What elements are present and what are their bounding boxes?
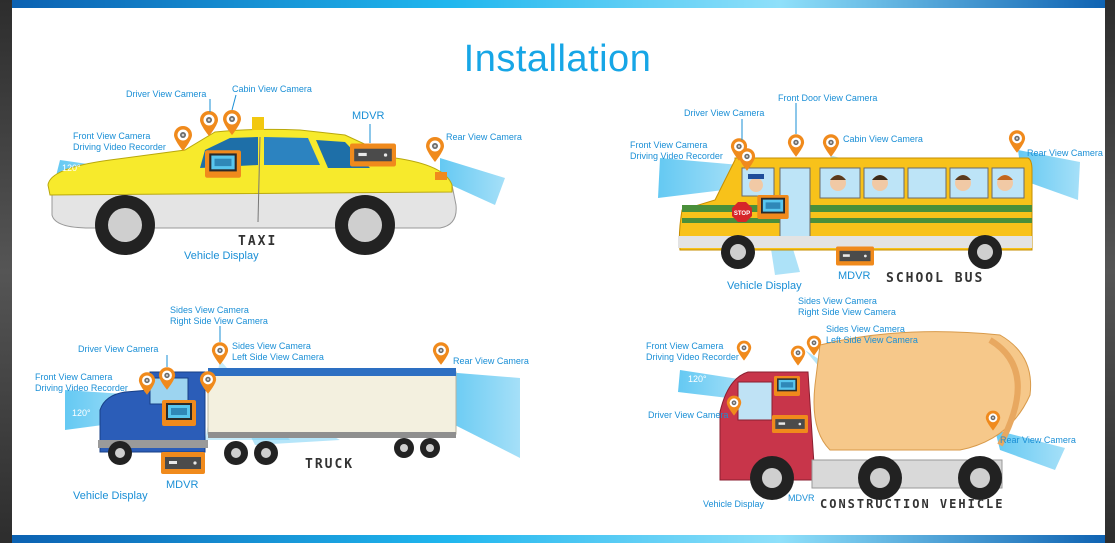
bus-stop-sign xyxy=(732,202,752,222)
taxi-front-view-text: Front View Camera xyxy=(73,131,151,141)
mixer-sides-view-text: Sides View Camera xyxy=(798,296,877,306)
school-bus-vehicle xyxy=(658,103,1080,275)
taxi-cabin-view-label: Cabin View Camera xyxy=(232,84,312,94)
mixer-front-view-text: Front View Camera xyxy=(646,341,724,351)
mixer-display-icon xyxy=(774,376,800,396)
bus-driver-view-label: Driver View Camera xyxy=(684,108,765,118)
taxi-roof-sign xyxy=(252,117,264,130)
bus-front-view-text: Front View Camera xyxy=(630,140,708,150)
bus-front-beam xyxy=(658,158,740,198)
taxi-mdvr-icon xyxy=(350,143,396,167)
mixer-angle-note: 120° xyxy=(688,374,707,384)
truck-rear-beam xyxy=(445,372,520,458)
taxi-rear-view-label: Rear View Camera xyxy=(446,132,522,142)
frame-top-bar xyxy=(0,0,1115,8)
mixer-front-view-label: Front View Camera Driving Video Recorder xyxy=(646,341,739,363)
truck-rear-view-label: Rear View Camera xyxy=(453,356,529,366)
stop-sign-text: STOP xyxy=(734,211,750,217)
bus-door-camera-pin xyxy=(787,134,805,157)
truck-display-label: Vehicle Display xyxy=(73,490,148,502)
taxi-middle-window xyxy=(264,137,320,165)
truck-vehicle xyxy=(65,326,520,474)
bus-display-label: Vehicle Display xyxy=(727,280,802,292)
bus-rear-beam xyxy=(1018,150,1080,200)
truck-name: TRUCK xyxy=(305,457,355,472)
taxi-angle-note: 120° xyxy=(62,163,81,173)
truck-sides-view-label: Sides View Camera Right Side View Camera xyxy=(170,305,268,327)
truck-right-camera-pin xyxy=(211,342,229,365)
truck-rear-camera-pin xyxy=(432,342,450,365)
mixer-left-sides-label: Sides View Camera Left Side View Camera xyxy=(826,324,918,346)
taxi-display-label: Vehicle Display xyxy=(184,250,259,262)
taxi-driver-view-label: Driver View Camera xyxy=(126,89,207,99)
bus-name: SCHOOL BUS xyxy=(886,271,985,286)
truck-sides-view-text: Sides View Camera xyxy=(170,305,249,315)
mixer-rear-beam xyxy=(995,430,1065,470)
truck-driver-view-label: Driver View Camera xyxy=(78,344,159,354)
page-title: Installation xyxy=(463,38,652,80)
mixer-right-side-text: Right Side View Camera xyxy=(798,307,896,317)
frame-left-edge xyxy=(0,0,12,543)
bus-recorder-text: Driving Video Recorder xyxy=(630,151,723,161)
mixer-front-camera-pin xyxy=(736,340,752,361)
truck-display-icon xyxy=(162,400,196,426)
bus-stripe-1 xyxy=(682,205,1032,212)
truck-left-sides-text: Sides View Camera xyxy=(232,341,311,351)
taxi-front-view-label: Front View Camera Driving Video Recorder xyxy=(73,131,166,153)
bus-front-view-label: Front View Camera Driving Video Recorder xyxy=(630,140,723,162)
mixer-mdvr-icon xyxy=(772,415,808,433)
truck-mdvr-icon xyxy=(161,452,205,474)
mixer-drum xyxy=(813,331,1032,451)
bus-cabin-camera-pin xyxy=(822,134,840,157)
truck-front-view-text: Front View Camera xyxy=(35,372,113,382)
mixer-left-sides-text: Sides View Camera xyxy=(826,324,905,334)
mixer-display-label: Vehicle Display xyxy=(703,499,765,509)
mixer-driver-view-label: Driver View Camera xyxy=(648,410,729,420)
construction-vehicle xyxy=(678,331,1065,500)
truck-right-side-text: Right Side View Camera xyxy=(170,316,268,326)
mixer-rear-view-label: Rear View Camera xyxy=(1000,435,1076,445)
truck-left-side-text: Left Side View Camera xyxy=(232,352,324,362)
taxi-rear-beam xyxy=(440,158,505,205)
mixer-mdvr-label: MDVR xyxy=(788,493,815,503)
bus-mdvr-label: MDVR xyxy=(838,270,871,282)
truck-trailer xyxy=(207,371,457,435)
truck-recorder-text: Driving Video Recorder xyxy=(35,383,128,393)
bus-rear-view-label: Rear View Camera xyxy=(1027,148,1103,158)
frame-bottom-bar xyxy=(0,535,1115,543)
mixer-recorder-text: Driving Video Recorder xyxy=(646,352,739,362)
truck-angle-note: 120° xyxy=(72,408,91,418)
truck-front-view-label: Front View Camera Driving Video Recorder xyxy=(35,372,128,394)
taxi-vehicle xyxy=(47,94,505,255)
taxi-display-icon xyxy=(205,150,241,178)
mixer-left-camera-pin xyxy=(790,345,806,366)
taxi-recorder-text: Driving Video Recorder xyxy=(73,142,166,152)
bus-display-icon xyxy=(757,195,789,219)
frame-right-edge xyxy=(1105,0,1115,543)
taxi-mdvr-label: MDVR xyxy=(352,110,385,122)
truck-left-sides-label: Sides View Camera Left Side View Camera xyxy=(232,341,324,363)
mixer-name: CONSTRUCTION VEHICLE xyxy=(820,497,1005,511)
bus-stripe-2 xyxy=(682,218,1032,223)
taxi-name: TAXI xyxy=(238,234,278,249)
truck-mdvr-label: MDVR xyxy=(166,479,199,491)
bus-cabin-view-label: Cabin View Camera xyxy=(843,134,923,144)
bus-mdvr-icon xyxy=(836,246,874,266)
mixer-left-side-text: Left Side View Camera xyxy=(826,335,918,345)
bus-front-door-label: Front Door View Camera xyxy=(778,93,878,103)
mixer-sides-view-label: Sides View Camera Right Side View Camera xyxy=(798,296,896,318)
taxi-rear-camera-pin xyxy=(426,137,444,162)
bus-rear-camera-pin xyxy=(1008,130,1026,153)
